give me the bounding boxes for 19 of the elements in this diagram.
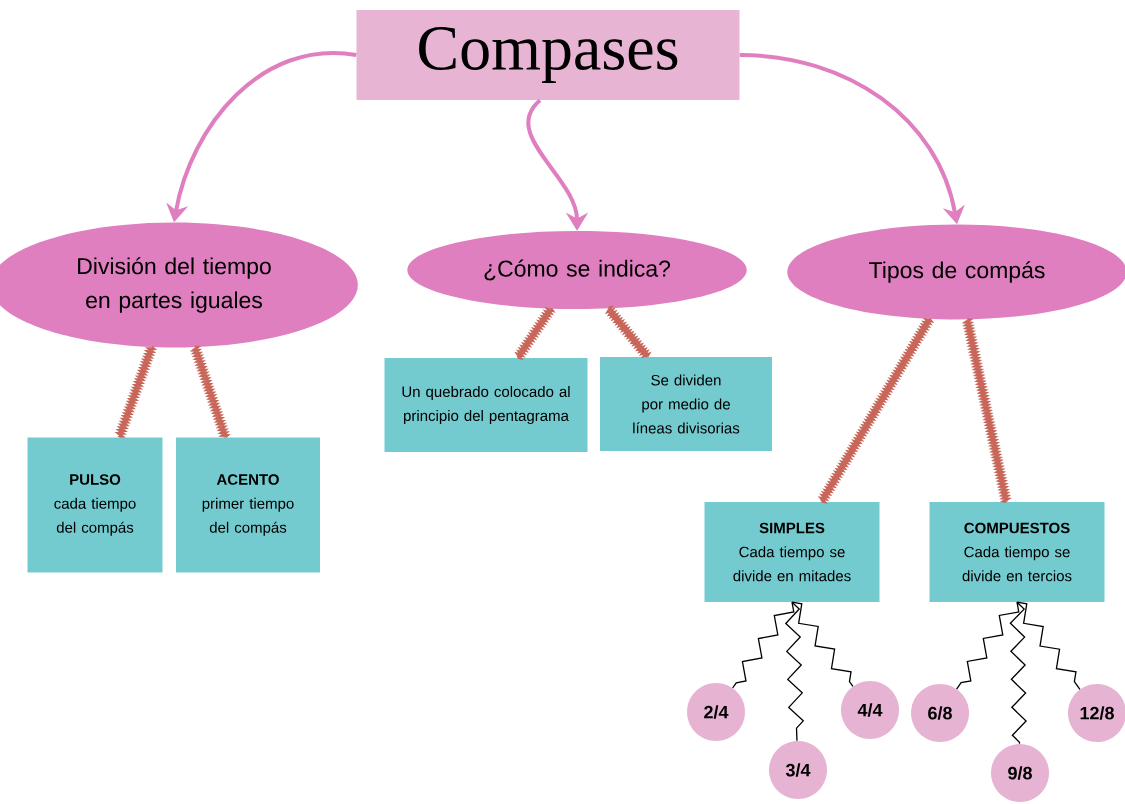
- connector: [114, 346, 158, 439]
- connector: [732, 601, 795, 689]
- info-box: ACENTO primer tiempo del compás: [176, 437, 320, 573]
- title-box: Compases: [356, 10, 740, 100]
- connector: [784, 601, 805, 742]
- info-box: COMPUESTOS Cada tiempo se divide en tercios: [929, 502, 1105, 602]
- connector: [961, 318, 1012, 503]
- info-box: SIMPLES Cada tiempo se divide en mitades: [704, 502, 880, 602]
- connector: [956, 601, 1020, 690]
- connector: [604, 305, 652, 359]
- connector: [817, 317, 935, 504]
- connector: [1016, 601, 1081, 690]
- connector: [514, 307, 556, 361]
- info-box: Se dividen por medio de líneas divisorias: [600, 357, 772, 451]
- info-box: PULSO cada tiempo del compás: [27, 437, 163, 573]
- connector: [1009, 601, 1027, 745]
- info-box: Un quebrado colocado al principio del pentagrama: [384, 358, 588, 452]
- connector: [189, 345, 231, 439]
- connector: [791, 601, 854, 687]
